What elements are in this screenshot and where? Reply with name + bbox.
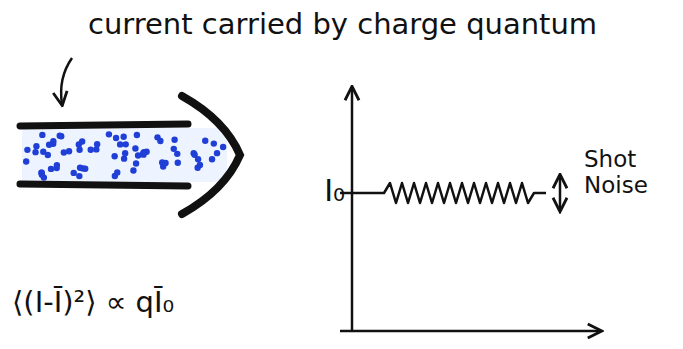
charge-dots [23, 131, 226, 181]
charge-dot [82, 166, 88, 172]
charge-dot [113, 135, 119, 141]
noise-amplitude-arrow [559, 176, 562, 210]
charge-dot [23, 158, 29, 164]
charge-dot [106, 131, 112, 137]
charge-dot [132, 145, 138, 151]
charge-dot [214, 150, 220, 156]
axis-value-label: I₀ [324, 174, 345, 209]
pipe-wall [20, 124, 188, 126]
leader-arrow [61, 58, 72, 104]
charge-dot [121, 155, 127, 161]
charge-dot [38, 170, 44, 176]
charge-dot [117, 141, 123, 147]
charge-dot [211, 140, 217, 146]
formula-label: ⟨(I-Ī)²⟩ ∝ qĪ₀ [12, 286, 174, 319]
charge-dot [88, 147, 94, 153]
charge-dot [191, 152, 197, 158]
noise-label: Shot Noise [584, 146, 676, 199]
pipe-wall [20, 184, 188, 186]
charge-dot [171, 137, 177, 143]
charge-dot [76, 147, 82, 153]
charge-dot [120, 134, 126, 140]
charge-dot [76, 173, 82, 179]
charge-dot [66, 148, 72, 154]
charge-dot [171, 146, 177, 152]
charge-dot [94, 141, 100, 147]
x-axis [340, 330, 600, 333]
charge-dot [111, 153, 117, 159]
charge-dot [123, 141, 129, 147]
charge-dot [134, 132, 140, 138]
charge-dot [50, 138, 56, 144]
charge-dot [133, 160, 139, 166]
charge-dot [202, 138, 208, 144]
charge-dot [162, 160, 168, 166]
charge-dot [76, 141, 82, 147]
charge-dot [140, 151, 146, 157]
charge-dot [71, 170, 77, 176]
charge-dot [130, 167, 136, 173]
charge-dot [32, 149, 38, 155]
y-axis [351, 88, 354, 332]
charge-dot [197, 162, 203, 168]
charge-dot [24, 147, 30, 153]
charge-dot [175, 160, 181, 166]
noisy-current-trace [352, 183, 546, 203]
charge-dot [220, 144, 226, 150]
arrow-chevron [182, 96, 240, 214]
charge-dot [114, 169, 120, 175]
charge-dot [39, 132, 45, 138]
charge-dot [57, 132, 63, 138]
charge-dot [209, 156, 215, 162]
charge-dot [45, 152, 51, 158]
caption-note: current carried by charge quantum [88, 8, 597, 41]
charge-dot [54, 162, 60, 168]
charge-dot [157, 138, 163, 144]
charge-dot [33, 143, 39, 149]
pipe-fill [22, 128, 227, 182]
charge-dot [48, 166, 54, 172]
charge-dot [122, 150, 128, 156]
